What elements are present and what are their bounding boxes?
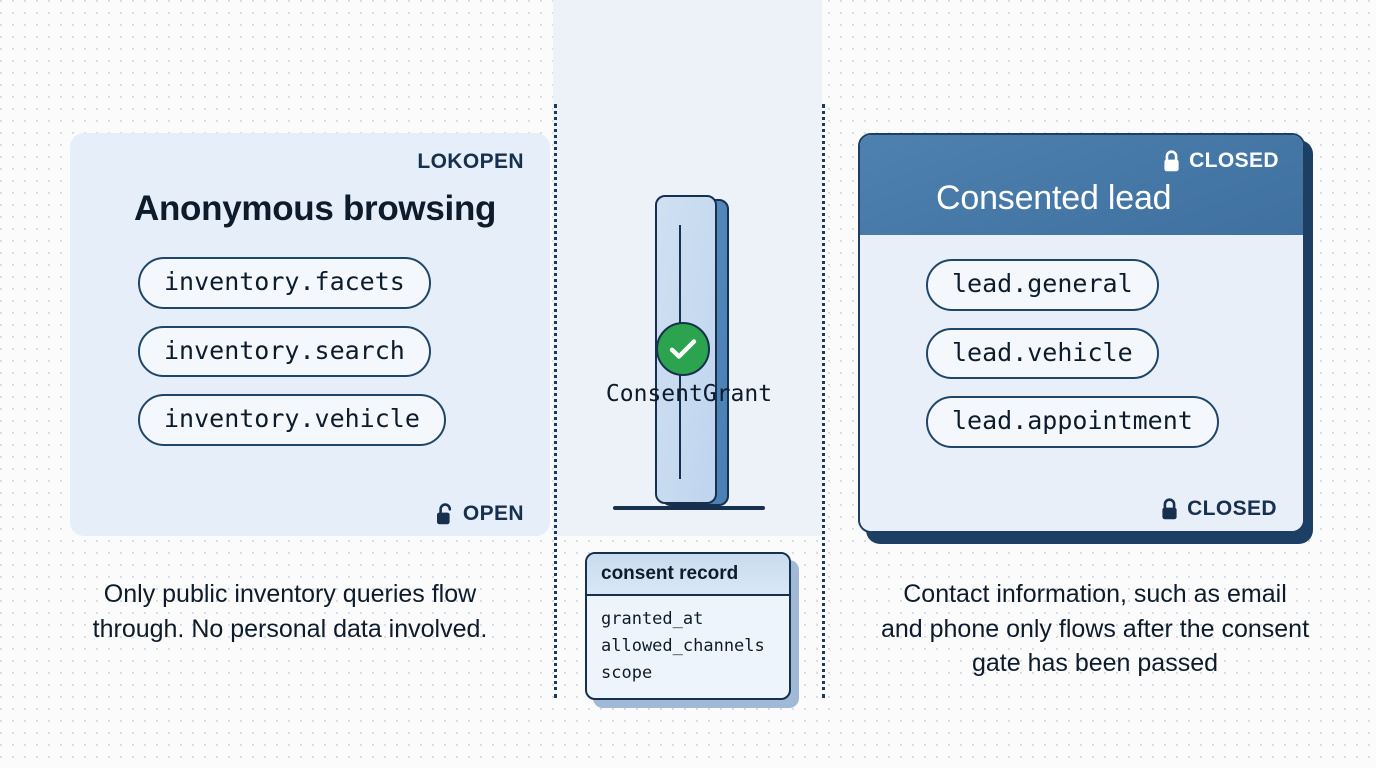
scope-chip-inventory-vehicle[interactable]: inventory.vehicle <box>138 394 446 446</box>
chip-row: inventory.search <box>96 325 524 377</box>
consent-record-field: granted_at <box>601 609 704 629</box>
right-panel-status-label: CLOSED <box>1187 497 1277 520</box>
lock-icon <box>1162 149 1181 173</box>
right-panel-status-badge: CLOSED <box>1160 497 1277 521</box>
left-panel-chip-list: inventory.facets inventory.search invent… <box>96 257 524 446</box>
scope-chip-inventory-search[interactable]: inventory.search <box>138 325 431 377</box>
left-panel-caption: Only public inventory queries flow throu… <box>92 580 488 643</box>
consented-lead-body: lead.general lead.vehicle lead.appointme… <box>860 235 1303 531</box>
consent-record-field: allowed_channels <box>601 636 765 657</box>
chip-row: lead.general <box>860 259 1303 311</box>
divider-right <box>822 104 825 698</box>
consent-record-card: consent record granted_at allowed_channe… <box>585 552 791 700</box>
consent-record-field-list: granted_at allowed_channels scope <box>587 596 789 688</box>
anonymous-browsing-panel: LOKOPEN Anonymous browsing inventory.fac… <box>70 133 550 536</box>
divider-left <box>554 104 557 698</box>
gate-base <box>613 506 765 510</box>
consent-record-title: consent record <box>587 554 789 596</box>
consent-gate: ConsentGrant <box>606 195 772 510</box>
chip-row: inventory.vehicle <box>96 394 524 446</box>
left-panel-status-badge: OPEN <box>436 502 524 526</box>
center-column-band-fade <box>553 0 822 110</box>
scope-chip-lead-vehicle[interactable]: lead.vehicle <box>926 327 1159 379</box>
scope-chip-lead-general[interactable]: lead.general <box>926 259 1159 311</box>
right-panel-caption: Contact information, such as email and p… <box>880 580 1310 677</box>
consented-lead-panel: CLOSED Consented lead lead.general lead.… <box>858 133 1305 533</box>
right-panel-chip-list: lead.general lead.vehicle lead.appointme… <box>860 259 1303 448</box>
consented-lead-header: CLOSED Consented lead <box>860 135 1303 235</box>
gate-label: ConsentGrant <box>605 381 773 407</box>
right-panel-title: Consented lead <box>936 179 1172 217</box>
chip-row: inventory.facets <box>96 257 524 309</box>
right-panel-eyebrow: CLOSED <box>884 147 1279 175</box>
scope-chip-inventory-facets[interactable]: inventory.facets <box>138 257 431 309</box>
consent-record-field: scope <box>601 663 653 684</box>
unlock-icon <box>436 502 455 526</box>
check-circle-icon <box>656 322 710 376</box>
left-panel-status-label: OPEN <box>462 502 524 525</box>
right-panel-eyebrow-label: CLOSED <box>1189 149 1279 172</box>
chip-row: lead.vehicle <box>860 327 1303 379</box>
scope-chip-lead-appointment[interactable]: lead.appointment <box>926 396 1219 448</box>
lock-icon <box>1160 497 1179 521</box>
left-panel-eyebrow: LOKOPEN <box>417 150 524 173</box>
left-panel-title: Anonymous browsing <box>134 189 497 228</box>
chip-row: lead.appointment <box>860 396 1303 448</box>
